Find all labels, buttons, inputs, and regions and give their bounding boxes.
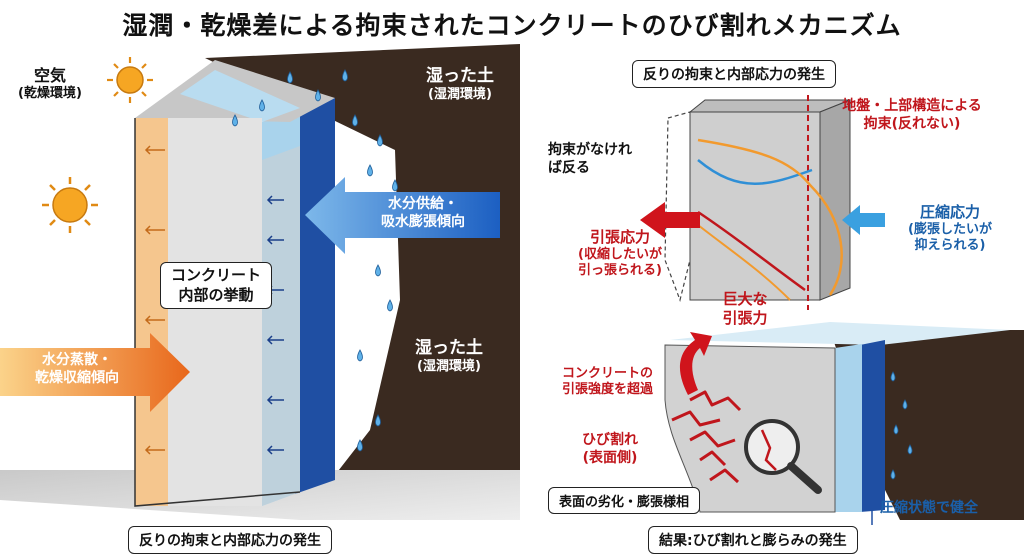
- healthy-label: 圧縮状態で健全: [880, 500, 978, 516]
- left-bottom-caption: 反りの拘束と内部応力の発生: [128, 526, 332, 554]
- water-drops-right: [890, 371, 913, 480]
- tension-stress-label: 引張応力 (収縮したいが 引っ張られる): [578, 228, 662, 278]
- soil-top-label: 湿った土 (湿潤環境): [426, 66, 494, 103]
- restraint-label: 地盤・上部構造による 拘束(反れない): [842, 98, 982, 132]
- crack-label: ひび割れ (表面側): [582, 432, 638, 466]
- sun-icon: [42, 177, 98, 233]
- compression-stress-label: 圧縮応力 (膨張したいが 抑えられる): [908, 203, 992, 253]
- surface-label: 表面の劣化・膨張様相: [548, 487, 701, 514]
- magnifier-icon: [744, 419, 822, 494]
- water-supply-label: 水分供給・ 吸水膨張傾向: [381, 196, 465, 230]
- block-front: [689, 111, 821, 301]
- dry-layer-face: [135, 118, 168, 506]
- concrete-behavior-box: コンクリート 内部の挙動: [160, 262, 273, 309]
- unrestrained-outline: [664, 111, 701, 303]
- stress-curve-red: [697, 210, 806, 292]
- wet-top-face: [180, 70, 300, 122]
- page-title: 湿潤・乾燥差による拘束されたコンクリートのひび割れメカニズム: [122, 11, 902, 40]
- result-caption: 結果:ひび割れと膨らみの発生: [648, 526, 858, 554]
- soil-background: [205, 44, 520, 520]
- sun-icon: [107, 57, 153, 103]
- water-band-top: [295, 98, 335, 494]
- tension-arrow: [640, 202, 700, 238]
- absorption-arrows: [266, 195, 284, 455]
- slab-top: [670, 322, 1010, 345]
- big-tension-arrow: [679, 332, 712, 395]
- evaporation-label: 水分蒸散・ 乾燥収縮傾向: [35, 352, 119, 386]
- evaporation-arrow: [0, 333, 190, 412]
- stress-curve-orange: [697, 138, 843, 296]
- compression-arrow: [842, 205, 885, 235]
- air-label: 空気 (乾燥環境): [18, 66, 82, 101]
- big-tension-label: 巨大な 引張力: [722, 290, 768, 327]
- slab-wet-layer: [835, 344, 862, 512]
- stress-curve-orange-2: [697, 224, 791, 301]
- slab-water-band: [860, 340, 885, 512]
- exceed-strength-label: コンクリートの 引張強度を超過: [561, 366, 653, 398]
- water-drops: [232, 69, 398, 452]
- crack-lines: [671, 390, 742, 484]
- concrete-front-face: [168, 118, 262, 506]
- no-restraint-label: 拘束がなけれ ば反る: [548, 142, 632, 176]
- water-supply-arrow: [305, 177, 500, 254]
- soil-mid-label: 湿った土 (湿潤環境): [415, 338, 483, 375]
- right-top-header: 反りの拘束と内部応力の発生: [632, 60, 836, 88]
